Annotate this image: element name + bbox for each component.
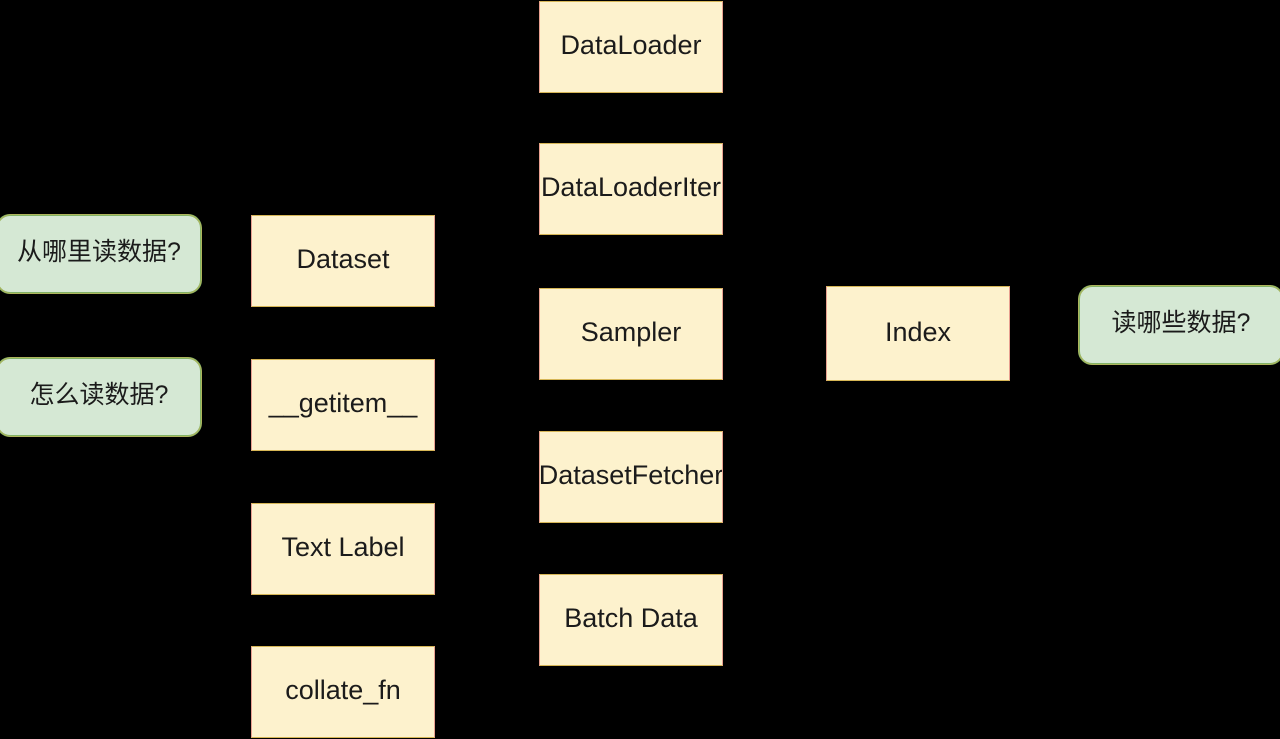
node-label-getitem: __getitem__ <box>268 388 418 419</box>
node-sampler[interactable]: Sampler <box>539 288 723 380</box>
node-collatefn[interactable]: collate_fn <box>251 646 435 738</box>
node-label-dataloaderiter: DataLoaderIter <box>540 172 722 203</box>
node-which-to-read[interactable]: 读哪些数据? <box>1078 285 1280 365</box>
node-dataset[interactable]: Dataset <box>251 215 435 307</box>
node-label-batchdata: Batch Data <box>564 603 698 634</box>
node-label-collatefn: collate_fn <box>285 675 401 706</box>
node-label-dataset: Dataset <box>296 244 390 275</box>
node-index[interactable]: Index <box>826 286 1010 381</box>
node-textlabel[interactable]: Text Label <box>251 503 435 595</box>
node-how-to-read[interactable]: 怎么读数据? <box>0 357 202 437</box>
node-datasetfetcher[interactable]: DatasetFetcher <box>539 431 723 523</box>
node-label-which-to-read: 读哪些数据? <box>1111 309 1251 338</box>
node-label-how-to-read: 怎么读数据? <box>29 381 169 410</box>
node-getitem[interactable]: __getitem__ <box>251 359 435 451</box>
node-label-textlabel: Text Label <box>281 532 405 563</box>
node-label-index: Index <box>884 316 952 347</box>
node-label-datasetfetcher: DatasetFetcher <box>539 460 723 491</box>
node-batchdata[interactable]: Batch Data <box>539 574 723 666</box>
node-where-to-read[interactable]: 从哪里读数据? <box>0 214 202 294</box>
node-label-where-to-read: 从哪里读数据? <box>17 238 181 267</box>
node-dataloader[interactable]: DataLoader <box>539 1 723 93</box>
node-label-dataloader: DataLoader <box>560 30 702 61</box>
node-dataloaderiter[interactable]: DataLoaderIter <box>539 143 723 235</box>
node-label-sampler: Sampler <box>580 317 682 348</box>
